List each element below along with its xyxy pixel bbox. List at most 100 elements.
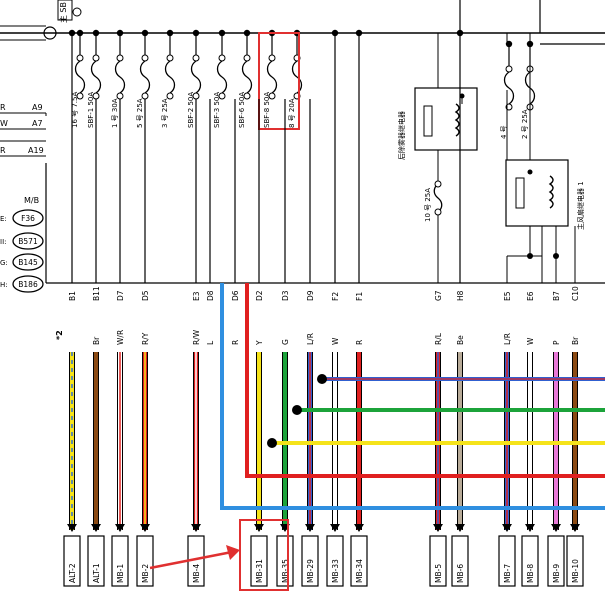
connector-label-11: MB-33 <box>331 559 340 583</box>
left-ref-code-2: W <box>0 119 8 128</box>
connector-prefix-4: H: <box>0 281 8 289</box>
connector-id-1: F36 <box>21 214 35 223</box>
connector-label-2: ALT-1 <box>92 563 101 583</box>
connector-label-5: MB-4 <box>192 564 201 583</box>
wire-color-label-18: Br <box>571 336 580 345</box>
connector-tag-MB-2: MB-2 <box>136 524 154 587</box>
wire-B1: B1 <box>68 29 77 530</box>
connector-label-1: ALT-2 <box>68 563 77 583</box>
connector-tag-ALT-1: ALT-1 <box>87 524 105 587</box>
wire-D8: D8L <box>206 99 215 345</box>
pin-label-16: E6 <box>526 291 535 301</box>
fuse-label-12: 2 号 25A <box>521 109 529 139</box>
wire-F1: F1R <box>355 29 364 530</box>
pin-label-3: D7 <box>116 290 125 301</box>
connector-label-8: MB-31 <box>255 559 264 583</box>
connector-id-4: B186 <box>18 280 38 289</box>
left-ref-code-3: R <box>0 146 6 155</box>
main-switch-box <box>57 0 73 21</box>
wire-color-label-12: R <box>355 340 364 345</box>
fuse-label-10: 8 号 20A <box>288 98 296 128</box>
pin-label-6: D8 <box>206 290 215 301</box>
connector-tag-MB-35: MB-35 <box>276 524 294 587</box>
wire-color-label-17: P <box>552 340 561 345</box>
mb-header: M/B <box>24 196 39 205</box>
connector-oval-1 <box>12 209 44 227</box>
connector-id-2: B571 <box>18 237 38 246</box>
pin-label-18: C10 <box>571 286 580 301</box>
pin-label-12: F1 <box>355 292 364 301</box>
fuse-4: 5 号 25A <box>136 29 151 128</box>
pin-label-14: H8 <box>456 290 465 301</box>
wire-color-label-4: R/Y <box>141 332 150 345</box>
connector-tag-MB-8: MB-8 <box>521 524 539 587</box>
fuse-label-11: 4 号 <box>500 125 508 139</box>
wire-color-label-5: R/W <box>192 329 201 345</box>
connector-tag-MB-10: MB-10 <box>566 524 584 587</box>
connector-id-3: B145 <box>18 258 38 267</box>
wire-D9: D9L/R <box>306 99 315 530</box>
wire-color-label-15: L/R <box>503 333 512 345</box>
fuse-2: SBF-1 50A <box>87 29 102 128</box>
relay-rear-defogger: 后除雾器继电器 <box>397 33 478 182</box>
wire-color-label-8: Y <box>255 340 264 346</box>
pin-label-7: D6 <box>231 290 240 301</box>
pin-label-13: G7 <box>434 290 443 301</box>
connector-label-12: MB-34 <box>355 559 364 583</box>
fuse-10-label: 10 号 25A <box>424 188 432 222</box>
fuse-9: SBF-8 50A <box>263 29 278 128</box>
wire-D5: D5R/Y <box>141 99 150 530</box>
pin-label-4: D5 <box>141 290 150 301</box>
fuse-6: SBF-2 50A <box>187 29 202 128</box>
wire-color-label-7: R <box>231 340 240 345</box>
wire-color-label-9: G <box>281 339 290 345</box>
fuse-label-7: SBF-3 50A <box>213 92 221 128</box>
pin-label-5: E3 <box>192 291 201 301</box>
connector-label-4: MB-2 <box>141 564 150 583</box>
connector-tag-MB-1: MB-1 <box>111 524 129 587</box>
pin-label-1: B1 <box>68 291 77 301</box>
connector-label-10: MB-29 <box>306 559 315 583</box>
connector-prefix-1: E: <box>0 215 7 223</box>
fuse-label-3: 1 号 30A <box>111 98 119 128</box>
connector-label-18: MB-10 <box>571 559 580 583</box>
mb-frame: M/B <box>24 163 605 284</box>
relay-main-fan-label: 主风扇继电器 1 <box>576 181 585 230</box>
wire-D3: D3G <box>281 99 290 530</box>
fuse-label-9: SBF-8 50A <box>263 92 271 128</box>
wire-F2: F2W <box>331 29 340 530</box>
left-references: R A9 W A7 R A19 <box>0 103 47 157</box>
fuse-label-4: 5 号 25A <box>136 98 144 128</box>
pin-label-9: D3 <box>281 290 290 301</box>
connector-label-14: MB-6 <box>456 564 465 583</box>
wire-color-label-16: W <box>526 337 535 345</box>
connector-tag-MB-5: MB-5 <box>429 524 447 587</box>
wire-E3: E3R/W <box>192 99 201 530</box>
fuse-1: 16 号 7.5A <box>71 29 86 128</box>
relay-harness-lines <box>437 226 576 283</box>
connector-tag-MB-29: MB-29 <box>301 524 319 587</box>
wire-color-label-13: R/L <box>434 332 443 345</box>
pin-label-17: B7 <box>552 291 561 301</box>
fuse-7: SBF-3 50A <box>213 29 228 128</box>
wire-D2: D2Y <box>255 99 264 530</box>
wire-color-label-11: W <box>331 337 340 345</box>
connector-tag-MB-6: MB-6 <box>451 524 469 587</box>
connector-tag-MB-31: MB-31 <box>250 524 268 587</box>
splice-1 <box>317 374 327 384</box>
fuse-5: 3 号 25A <box>161 29 176 128</box>
h-wire-r <box>245 283 605 478</box>
left-ref-pin-1: A9 <box>32 103 43 112</box>
pin-label-2: B11 <box>92 286 101 301</box>
connector-prefix-2: II: <box>0 238 7 246</box>
wire-color-label-2: Br <box>92 336 101 345</box>
pin-label-10: D9 <box>306 290 315 301</box>
horizontal-wires <box>220 283 605 510</box>
fuse-label-6: SBF-2 50A <box>187 92 195 128</box>
pin-label-8: D2 <box>255 290 264 301</box>
connector-tag-MB-34: MB-34 <box>350 524 368 587</box>
connector-tag-ALT-2: ALT-2 <box>63 524 81 587</box>
